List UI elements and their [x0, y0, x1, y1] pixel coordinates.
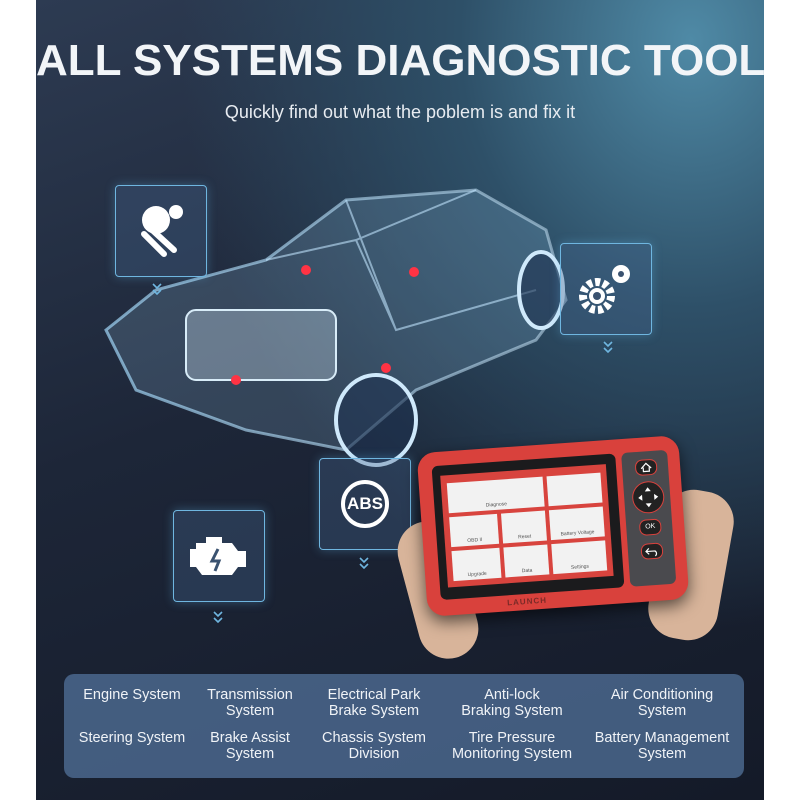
home-button[interactable] — [634, 458, 658, 477]
electronics-system-box — [560, 243, 652, 335]
system-air-conditioning: Air Conditioning System — [610, 687, 714, 719]
abs-system-box: ABS — [319, 458, 411, 550]
back-button[interactable] — [640, 542, 664, 560]
system-tire-pressure: Tire Pressure Monitoring System — [451, 730, 573, 762]
tablet-button-panel: OK — [621, 449, 677, 587]
tile-settings[interactable]: Settings — [551, 540, 608, 575]
airbag-system-box — [115, 185, 207, 277]
system-battery-management: Battery Management System — [594, 730, 730, 762]
tile-battery-voltage[interactable]: Battery Voltage — [548, 506, 605, 541]
tile-obd[interactable]: OBD II — [449, 513, 500, 548]
systems-panel: Engine System Transmission System Electr… — [64, 674, 744, 778]
system-transmission: Transmission System — [207, 687, 293, 719]
tile-upgrade[interactable]: Upgrade — [451, 547, 502, 582]
tile-data[interactable]: Data — [503, 544, 550, 578]
chevron-down-icon — [603, 341, 613, 354]
tablet-screen: Diagnose OBD II Reset Battery Voltage Up… — [440, 464, 614, 588]
system-steering: Steering System — [78, 730, 186, 746]
chevron-down-icon — [359, 557, 369, 570]
tablet-screen-bezel: Diagnose OBD II Reset Battery Voltage Up… — [431, 453, 625, 601]
airbag-icon — [141, 205, 183, 257]
engine-icon — [190, 537, 246, 575]
page-subtitle: Quickly find out what the poblem is and … — [224, 102, 576, 122]
ok-button[interactable]: OK — [638, 518, 662, 536]
chevron-down-icon — [213, 611, 223, 624]
dpad-button[interactable] — [631, 480, 666, 515]
chevron-down-icon — [152, 283, 162, 296]
system-electrical-park-brake: Electrical Park Brake System — [327, 687, 421, 719]
page-title: ALL SYSTEMS DIAGNOSTIC TOOL — [36, 36, 764, 85]
system-abs: Anti-lock Braking System — [461, 687, 563, 719]
engine-system-box — [173, 510, 265, 602]
abs-icon: ABS — [341, 480, 389, 528]
tile-diagnose[interactable]: Diagnose — [446, 476, 545, 514]
gears-icon — [579, 265, 630, 314]
tile-reset[interactable]: Reset — [501, 510, 547, 544]
system-brake-assist: Brake Assist System — [210, 730, 290, 762]
tile-oe[interactable] — [546, 472, 603, 507]
promo-canvas: ALL SYSTEMS DIAGNOSTIC TOOL Quickly find… — [36, 0, 764, 800]
diagnostic-tablet: Diagnose OBD II Reset Battery Voltage Up… — [416, 435, 690, 617]
xray-car-illustration — [104, 188, 568, 467]
brand-logo: LAUNCH — [506, 595, 548, 608]
system-chassis: Chassis System Division — [322, 730, 426, 762]
system-engine: Engine System — [83, 687, 181, 703]
